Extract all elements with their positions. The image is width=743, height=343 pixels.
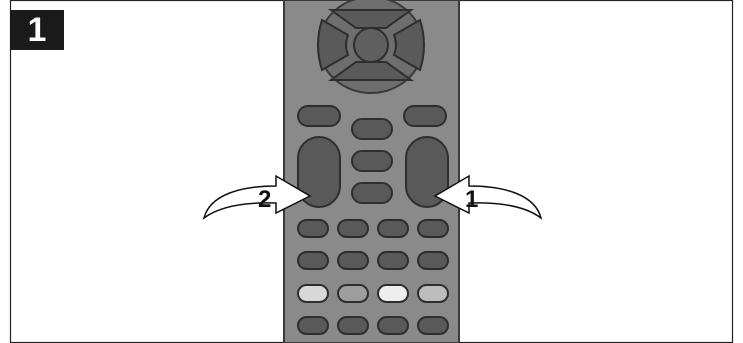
remote-button[interactable] (378, 220, 408, 237)
remote-button-mid[interactable] (418, 285, 448, 302)
remote-button[interactable] (338, 252, 368, 269)
remote-button[interactable] (298, 106, 340, 126)
remote-button[interactable] (418, 252, 448, 269)
remote-button[interactable] (298, 220, 328, 237)
callout-label-1: 1 (465, 186, 478, 213)
remote-button[interactable] (378, 317, 408, 334)
remote-button[interactable] (378, 252, 408, 269)
remote-button[interactable] (404, 106, 446, 126)
remote-button[interactable] (338, 220, 368, 237)
remote-button-mid[interactable] (338, 285, 368, 302)
remote-button[interactable] (418, 317, 448, 334)
remote-button-light[interactable] (378, 285, 408, 302)
callout-label-2: 2 (258, 186, 271, 213)
remote-button[interactable] (352, 119, 392, 139)
step-number-badge: 1 (10, 10, 64, 50)
remote-button[interactable] (338, 317, 368, 334)
remote-button[interactable] (298, 252, 328, 269)
remote-button[interactable] (352, 151, 392, 171)
remote-button[interactable] (298, 317, 328, 334)
remote-button-light[interactable] (298, 285, 328, 302)
remote-button[interactable] (418, 220, 448, 237)
remote-button[interactable] (352, 183, 392, 203)
dpad-center-button[interactable] (354, 28, 388, 62)
dpad-icon (318, 0, 424, 93)
